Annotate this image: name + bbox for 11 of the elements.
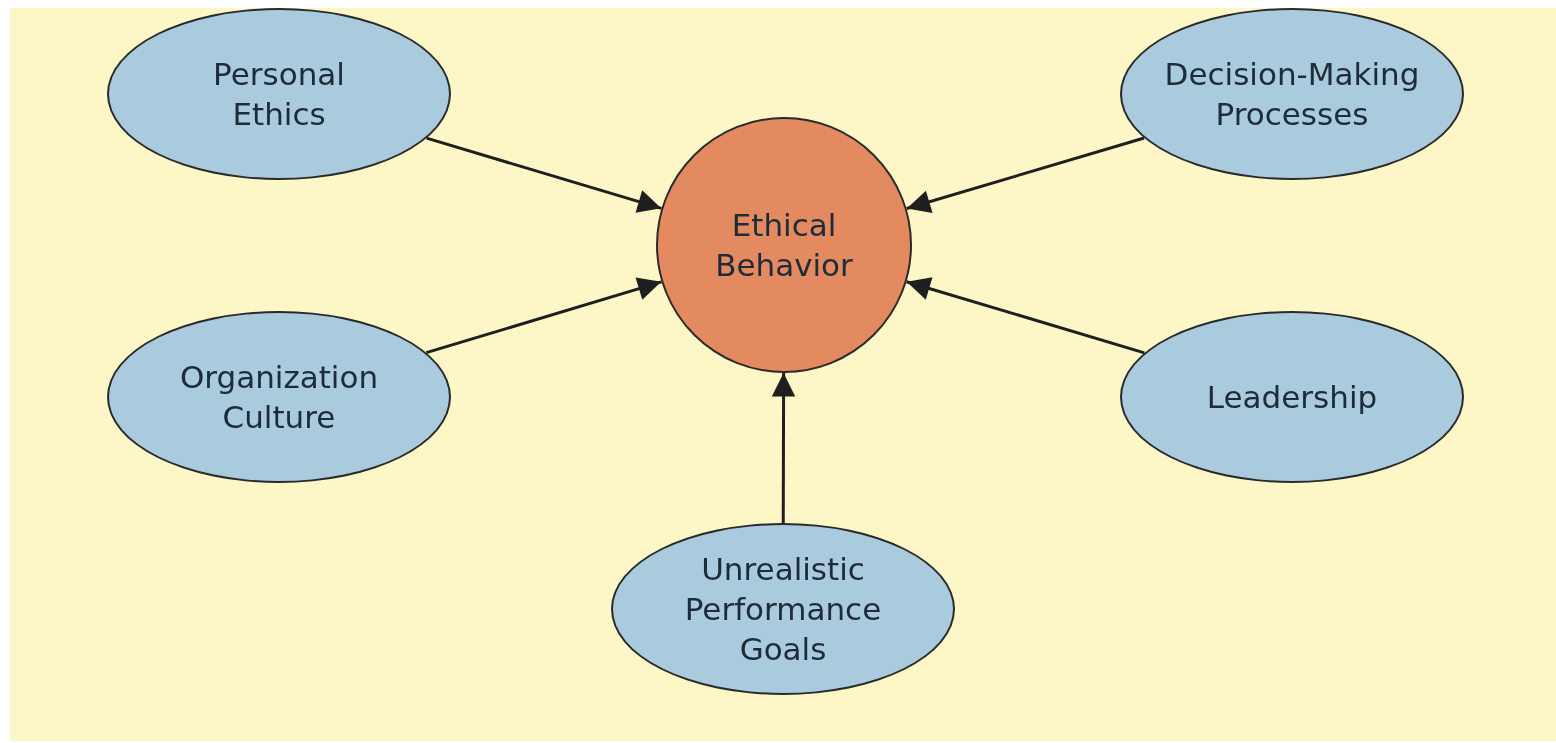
arrow bbox=[771, 373, 796, 523]
arrow bbox=[425, 277, 662, 355]
arrow bbox=[906, 277, 1145, 355]
arrow bbox=[906, 136, 1145, 214]
node-label: Decision-Making Processes bbox=[1163, 54, 1421, 134]
node-label: Unrealistic Performance Goals bbox=[683, 549, 883, 670]
node-label: Organization Culture bbox=[178, 357, 380, 437]
node-label: Personal Ethics bbox=[212, 54, 346, 134]
node-label: Leadership bbox=[1205, 377, 1379, 417]
arrow bbox=[426, 136, 662, 213]
node-label: Ethical Behavior bbox=[714, 205, 854, 285]
